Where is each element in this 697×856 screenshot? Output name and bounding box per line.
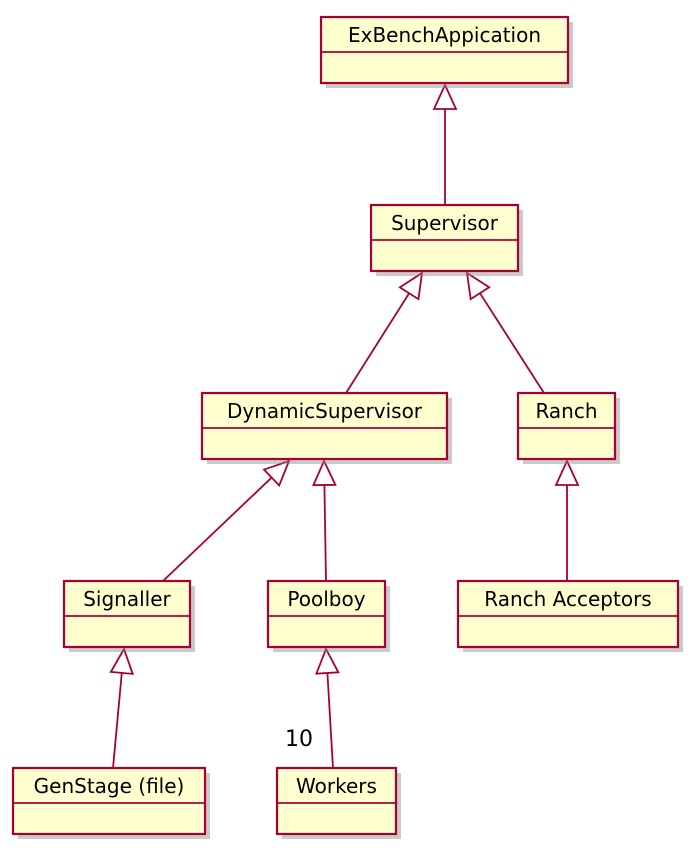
node-label: Signaller xyxy=(83,587,171,611)
edge-supervisor-to-app xyxy=(432,82,458,205)
class-node-workers: Workers xyxy=(275,766,401,839)
node-label: ExBenchAppication xyxy=(348,23,541,47)
class-node-ranch: Ranch xyxy=(516,391,620,464)
node-box xyxy=(275,766,398,836)
node-box xyxy=(62,579,192,649)
node-label: Ranch xyxy=(535,399,597,423)
class-node-genstage: GenStage (file) xyxy=(11,766,210,839)
inheritance-arrowhead xyxy=(109,646,135,675)
inheritance-arrowhead xyxy=(432,82,458,110)
node-box xyxy=(369,203,520,273)
multiplicity-label: 10 xyxy=(285,727,313,752)
class-node-signaller: Signaller xyxy=(62,579,195,652)
node-box xyxy=(319,15,570,85)
inheritance-arrowhead xyxy=(312,458,337,487)
class-node-dynsup: DynamicSupervisor xyxy=(200,391,452,464)
inheritance-arrowhead xyxy=(554,458,580,486)
node-box xyxy=(11,766,207,836)
node-box xyxy=(516,391,617,461)
node-box xyxy=(200,391,449,461)
nodes-layer: ExBenchAppicationSupervisorDynamicSuperv… xyxy=(11,15,683,839)
edge-ranch-to-supervisor xyxy=(465,271,545,394)
inheritance-arrowhead xyxy=(398,271,424,301)
class-node-poolboy: Poolboy xyxy=(266,579,390,652)
inheritance-arrowhead xyxy=(465,271,491,301)
node-label: Workers xyxy=(296,774,377,798)
inheritance-arrowhead xyxy=(262,459,291,488)
node-label: GenStage (file) xyxy=(34,774,185,798)
edge-line xyxy=(162,476,273,582)
edge-signaller-to-dynsup xyxy=(162,459,291,582)
node-label: Ranch Acceptors xyxy=(484,587,651,611)
edge-line xyxy=(345,292,410,394)
node-box xyxy=(266,579,387,649)
node-label: Poolboy xyxy=(287,587,365,611)
node-label: DynamicSupervisor xyxy=(227,399,423,423)
inheritance-arrowhead xyxy=(315,646,340,675)
edge-acceptors-to-ranch xyxy=(554,458,580,581)
edge-genstage-to-signaller xyxy=(109,646,135,769)
class-node-app: ExBenchAppication xyxy=(319,15,573,88)
edge-line xyxy=(112,672,123,769)
class-node-supervisor: Supervisor xyxy=(369,203,523,276)
edge-dynsup-to-supervisor xyxy=(345,271,424,394)
node-box xyxy=(456,579,680,649)
edges-layer: 10 xyxy=(109,82,580,769)
node-label: Supervisor xyxy=(391,211,499,235)
class-node-acceptors: Ranch Acceptors xyxy=(456,579,683,652)
edge-workers-to-poolboy: 10 xyxy=(285,646,340,769)
edge-line xyxy=(479,292,545,394)
edge-line xyxy=(323,484,327,582)
edge-line xyxy=(326,672,334,769)
edge-poolboy-to-dynsup xyxy=(312,458,337,582)
